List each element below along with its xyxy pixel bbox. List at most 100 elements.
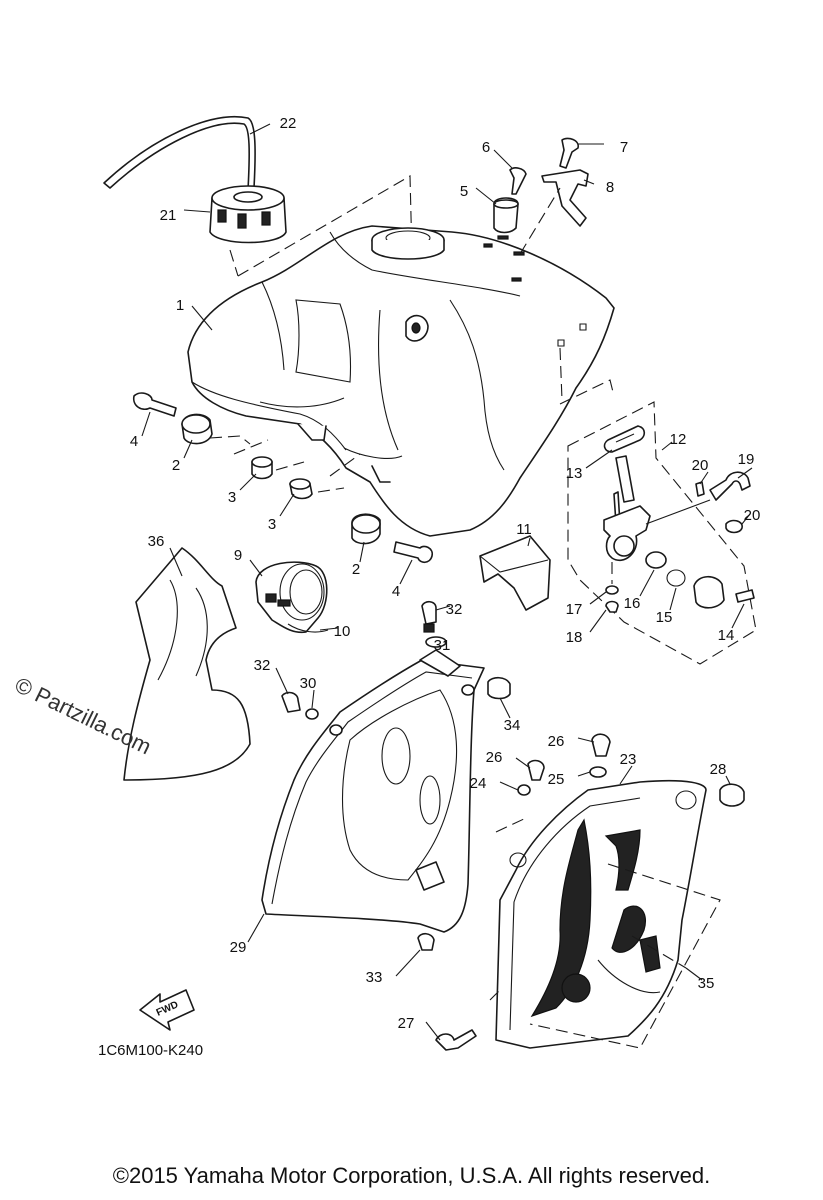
leader-10 [319,627,339,631]
leader-20a [699,471,709,485]
part-2-damper-lower [351,513,381,545]
callout-20a: 20 [692,457,709,474]
callout-13: 13 [566,465,583,482]
leader-4b [399,559,413,585]
callout-36: 36 [148,533,165,550]
callout-18: 18 [566,629,583,646]
leader-27 [425,1021,441,1041]
callout-31: 31 [434,637,451,654]
leader-3b [279,493,295,517]
leader-21 [183,209,211,213]
callout-35: 35 [698,975,715,992]
part-18-screw [605,600,619,613]
callout-7: 7 [620,139,628,156]
leader-4a [141,411,151,437]
leader-17 [589,591,607,605]
part-29-side-cover [261,649,485,933]
leader-35 [685,967,703,981]
callout-29: 29 [230,939,247,956]
leader-14 [731,603,745,629]
part-13-gasket [603,425,646,453]
leader-11 [527,537,531,547]
leader-13 [585,449,613,469]
leader-6 [493,149,513,169]
part-36-graphic [123,547,251,781]
callout-4b: 4 [392,583,400,600]
callout-1: 1 [176,297,184,314]
leader-32b [275,667,289,695]
part-34-grommet [487,676,511,700]
callout-26b: 26 [548,733,565,750]
callout-12: 12 [670,431,687,448]
part-32-screw-lower [281,691,301,713]
leader-26a [515,757,531,769]
callout-19: 19 [738,451,755,468]
part-26-screw-right [591,733,611,757]
callout-28: 28 [710,761,727,778]
callout-26a: 26 [486,749,503,766]
leader-2b [359,541,365,563]
leader-2a [183,439,193,459]
leader-16 [639,569,655,597]
leader-34 [499,697,511,719]
part-10-band [287,623,329,633]
leader-32a [435,605,451,611]
callout-8: 8 [606,179,614,196]
leader-24 [499,781,519,791]
part-32-screw-upper [421,600,437,633]
callout-21: 21 [160,207,177,224]
copyright-notice: ©2015 Yamaha Motor Corporation, U.S.A. A… [112,1163,711,1188]
part-2-damper-upper [181,413,213,445]
leader-20b [741,513,751,525]
part-7-bolt [559,137,579,169]
leader-12 [661,441,673,451]
leader-3a [239,473,257,491]
leader-28 [725,775,731,785]
part-3-collar-lower [289,478,313,500]
leader-25 [577,771,591,777]
callout-30: 30 [300,675,317,692]
part-35-graphic [530,818,661,1018]
part-20-clip-upper [695,481,705,497]
part-25-grommet [589,766,607,778]
callout-11: 11 [516,521,532,538]
leader-29 [247,913,265,943]
callout-2b: 2 [352,561,360,578]
part-4-bolt-upper [132,392,177,417]
callout-4a: 4 [130,433,138,450]
leader-8 [583,179,595,185]
callout-17: 17 [566,601,583,618]
part-27-screw [435,1029,477,1051]
part-1-fuel-tank [187,225,615,537]
leader-5 [475,187,497,205]
part-8-bracket [541,169,589,227]
part-5-collar [493,197,519,234]
part-28-grommet [719,783,745,807]
part-3-collar-upper [251,456,273,480]
part-14-lever-cover [693,575,755,609]
callout-20b: 20 [744,507,761,524]
part-6-screw [509,167,527,195]
leader-18 [589,609,607,633]
leader-26b [577,737,595,743]
callout-2a: 2 [172,457,180,474]
part-19-hose [709,471,751,501]
part-30-washer [305,708,319,720]
part-12-fuel-cock [603,455,711,561]
leader-1 [191,305,213,331]
part-4-bolt-lower [393,541,434,564]
callout-22: 22 [280,115,297,132]
callout-16: 16 [624,595,641,612]
callout-24: 24 [470,775,487,792]
callout-14: 14 [718,627,735,644]
callout-32b: 32 [254,657,271,674]
part-21-fuel-cap [209,185,287,244]
part-11-protector [479,535,551,611]
diagram-code: 1C6M100-K240 [98,1042,204,1059]
callout-15: 15 [656,609,673,626]
leader-15 [669,587,677,611]
callout-9: 9 [234,547,242,564]
callout-34: 34 [504,717,521,734]
